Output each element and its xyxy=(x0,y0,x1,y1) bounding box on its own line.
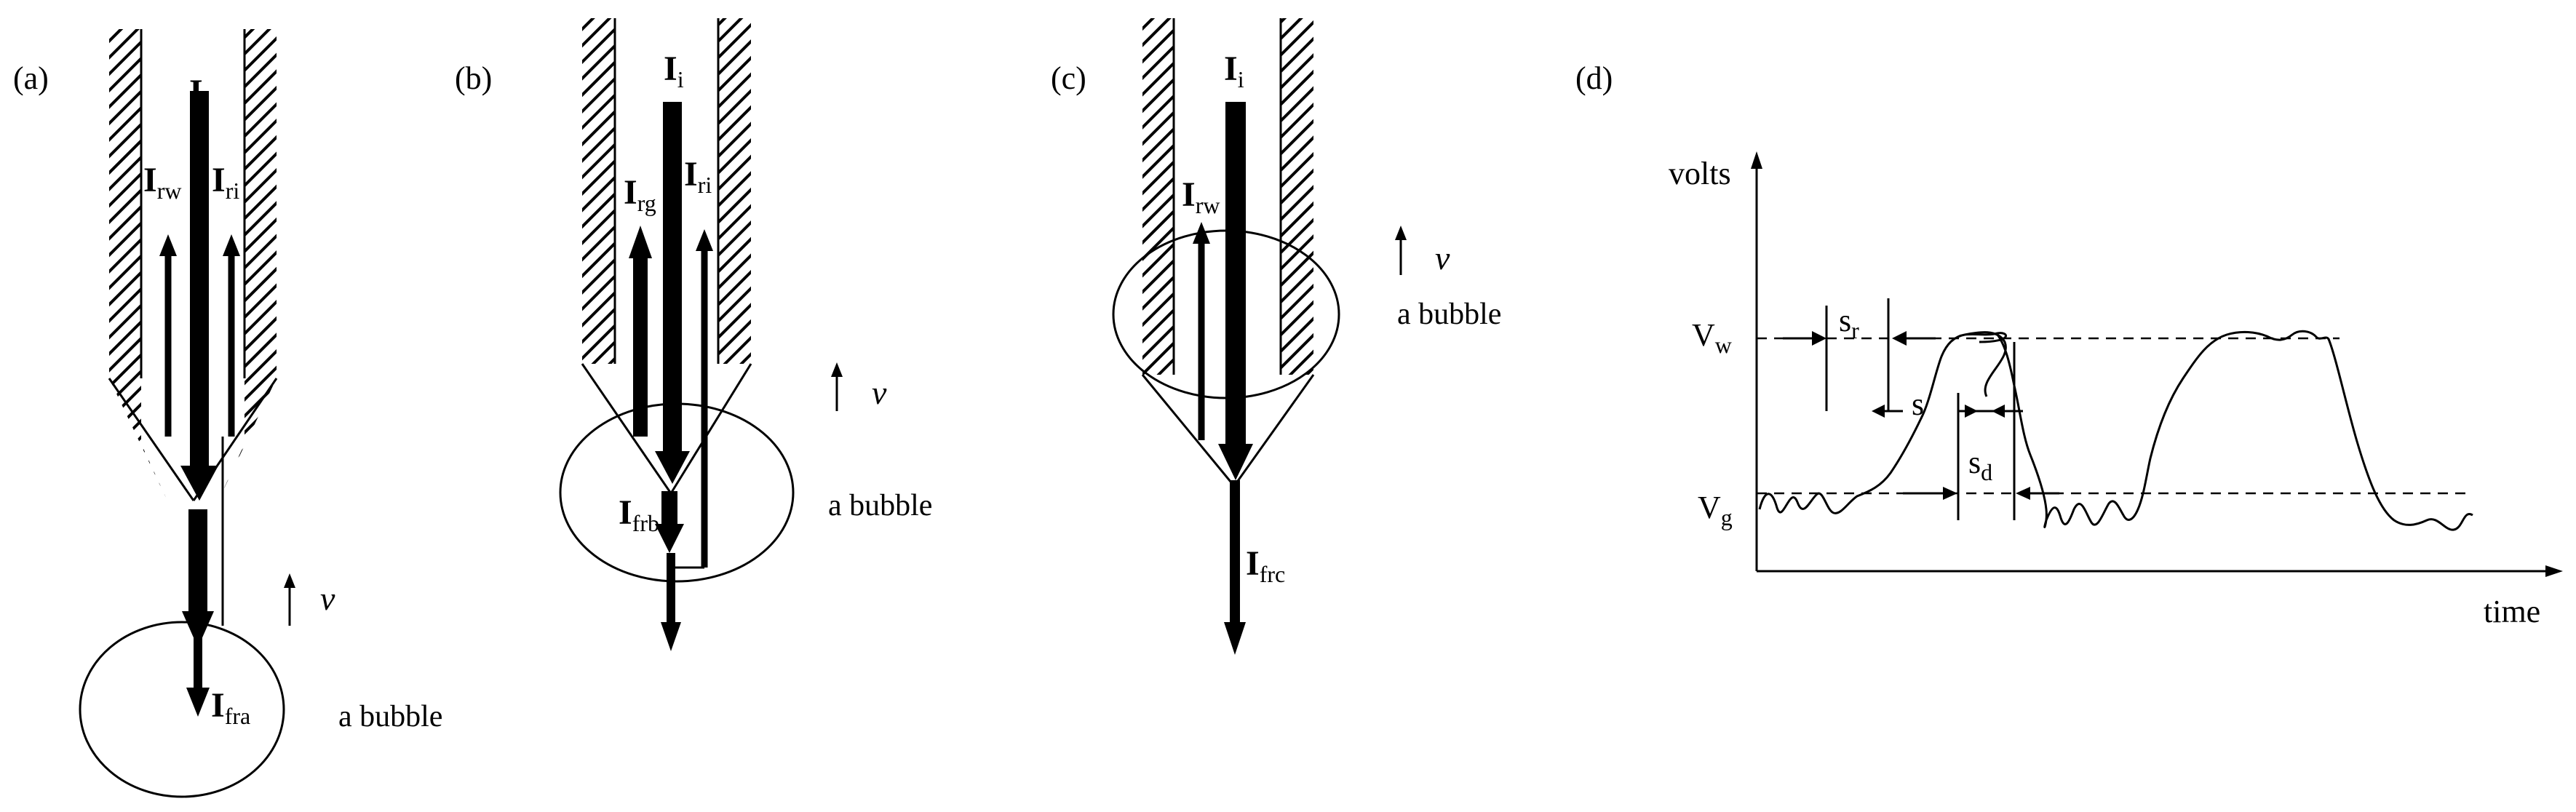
probe-b xyxy=(581,18,752,494)
label-b-Ii: Ii xyxy=(664,49,684,92)
probe-b-tip-right-edge xyxy=(669,363,752,494)
label-b-Irg: Irg xyxy=(624,173,656,216)
panel-b: (b) Ii Irg Iri Ifrb v a bubble xyxy=(455,18,932,651)
probe-b-right-wall xyxy=(718,18,751,364)
velocity-a: v xyxy=(320,580,335,617)
label-c-Ifrc: Ifrc xyxy=(1246,544,1285,587)
label-a-Ifra: Ifra xyxy=(211,686,250,729)
panel-b-tag: (b) xyxy=(455,60,492,96)
bubble-a-label: a bubble xyxy=(338,700,442,733)
label-b-Iri: Iri xyxy=(684,155,712,198)
velocity-c: v xyxy=(1435,239,1450,276)
level-label-low: Vg xyxy=(1698,490,1733,530)
mid-label: s xyxy=(1912,386,1924,422)
label-c-Ii: Ii xyxy=(1224,49,1244,92)
label-a-Iri: Iri xyxy=(212,161,239,204)
panel-c-tag: (c) xyxy=(1051,60,1086,96)
label-a-Irw: Irw xyxy=(143,161,181,204)
label-b-Ifrb: Ifrb xyxy=(619,493,659,536)
label-c-Irw: Irw xyxy=(1182,175,1220,218)
probe-c-right-wall xyxy=(1281,18,1313,375)
probe-c-tip-right-edge xyxy=(1233,374,1315,487)
rise-label: sr xyxy=(1839,303,1859,343)
label-a-Ii: Ii xyxy=(189,73,210,116)
probe-b-left-wall xyxy=(582,18,615,364)
x-axis-label: time xyxy=(2484,594,2540,629)
bubble-a xyxy=(79,621,285,798)
panel-a: (a) Ii Irw Iri Ifra v xyxy=(13,29,442,798)
probe-c-tip-left-edge xyxy=(1141,374,1236,487)
level-label-high: Vw xyxy=(1692,317,1732,358)
panel-d-tag: (d) xyxy=(1575,60,1613,96)
panel-d: (d) volts time Vw Vg sr s xyxy=(1575,60,2563,629)
panel-a-tag: (a) xyxy=(13,60,49,96)
panel-c: (c) Ii Irw Ifrc v a bubble xyxy=(1051,18,1501,655)
y-axis-label: volts xyxy=(1669,156,1731,191)
probe-c xyxy=(1141,18,1315,487)
probe-b-tip-left-edge xyxy=(581,363,672,494)
velocity-b: v xyxy=(872,374,887,411)
probe-a xyxy=(108,29,278,501)
probe-c-left-wall xyxy=(1142,18,1174,375)
fall-label: sd xyxy=(1968,445,1992,485)
probe-a-tip-left-edge xyxy=(108,378,195,501)
bubble-b-label: a bubble xyxy=(828,489,932,522)
bubble-b xyxy=(559,402,795,583)
probe-a-left-wall xyxy=(109,29,141,378)
bubble-c-label: a bubble xyxy=(1397,298,1501,331)
signal-trace xyxy=(1758,330,2473,531)
bubble-c xyxy=(1112,229,1340,399)
probe-a-right-wall xyxy=(245,29,277,378)
